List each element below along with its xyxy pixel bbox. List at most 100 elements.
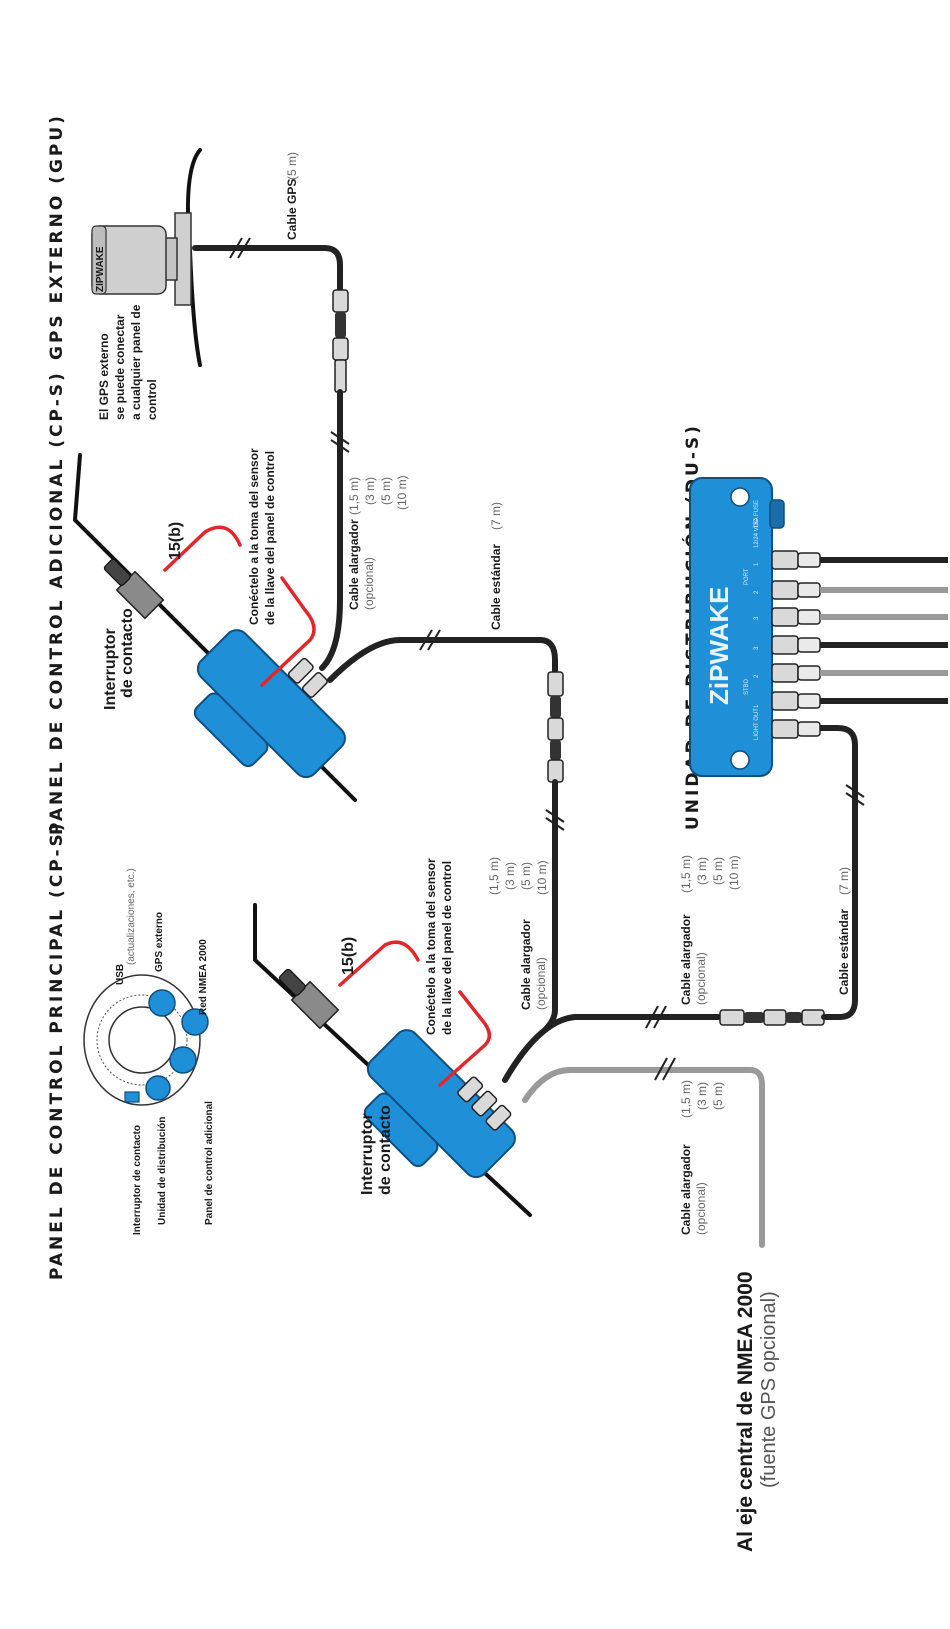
cable-break	[427, 629, 441, 651]
du-output-connector	[771, 663, 799, 683]
du-port-3p: 3	[754, 616, 760, 620]
cable-break	[653, 1005, 667, 1029]
ext-label-nmea: Cable alargador	[679, 1144, 693, 1235]
cable-break	[845, 784, 865, 798]
gps-brand: ZIPWAKE	[95, 246, 106, 292]
title-cp-additional: PANEL DE CONTROL ADICIONAL (CP-S)	[47, 370, 67, 835]
du-port-3s: 3	[754, 646, 760, 650]
du-cable	[502, 1014, 723, 1083]
ext-optional-mid: (opcional)	[534, 957, 548, 1010]
du-output-plug	[797, 582, 821, 598]
ext-len-c-nmea: (5 m)	[711, 1082, 725, 1110]
cp-additional-body	[193, 629, 346, 779]
cable-break	[330, 431, 350, 445]
du-port-port: PORT	[744, 568, 750, 585]
ext-len-a-du: (1,5 m)	[679, 855, 693, 893]
du-output-plug	[797, 693, 821, 709]
ext-len-a-mid: (1,5 m)	[487, 857, 501, 895]
port-ign	[124, 1091, 140, 1103]
ext-label-mid: Cable alargador	[519, 919, 533, 1010]
gps-cable	[192, 245, 343, 293]
ext-len-d-mid: (10 m)	[535, 860, 549, 895]
nmea-label-2: (fuente GPS opcional)	[758, 1291, 780, 1488]
rear-cp-add: Panel de control adicional	[204, 1101, 215, 1225]
du-output-connector	[771, 635, 799, 655]
port-nmea	[181, 1008, 209, 1036]
du-fuse	[769, 499, 785, 529]
cable-break	[545, 809, 565, 823]
ext-len-c-mid: (5 m)	[519, 862, 533, 890]
switch-label-main-2: de contacto	[377, 1105, 394, 1195]
du-output-plug	[797, 637, 821, 653]
connect-main-1: Conéctelo a la toma del sensor	[424, 858, 438, 1035]
du-mount-hole-bottom	[730, 750, 750, 770]
connect-top-1: Conéctelo a la toma del sensor	[247, 448, 261, 625]
cable-break	[654, 1057, 668, 1081]
connect-top-2: de la llave del panel de control	[263, 451, 277, 625]
gps-note: El GPS externo se puede conectar a cualq…	[97, 304, 159, 420]
gps-note-4: control	[145, 379, 159, 420]
du-output-connector	[771, 580, 799, 600]
du-output-plug	[797, 552, 821, 568]
du-output-connector	[771, 550, 799, 570]
std-label-du: Cable estándar	[837, 909, 851, 995]
connect-main-2: de la llave del panel de control	[440, 861, 454, 1035]
red-wire-main	[338, 940, 420, 987]
du-port-stbd: STBD	[744, 678, 750, 695]
cp-main-body	[363, 1029, 516, 1179]
port-gps	[148, 989, 176, 1017]
rear-gps: GPS externo	[154, 912, 165, 972]
du-port-2p: 2	[754, 590, 760, 594]
inline-connector-du	[719, 1009, 825, 1026]
du-port-labels: LIGHT OUT 1 STBD 2 3 3 2 PORT 1 12/24 VD…	[744, 500, 760, 740]
gps-unit: ZIPWAKE	[91, 148, 202, 367]
cable-break	[419, 629, 433, 651]
cp-additional	[72, 453, 357, 802]
du-port-light: LIGHT OUT	[754, 708, 760, 740]
rear-du: Unidad de distribución	[157, 1117, 168, 1225]
du-mount-hole-top	[730, 487, 750, 507]
du-output-connector	[771, 719, 799, 739]
rear-usb: USB	[115, 964, 126, 985]
nmea-label-1: Al eje central de NMEA 2000	[734, 1271, 757, 1552]
gps-cap	[91, 225, 107, 295]
title-gps: GPS EXTERNO (GPU)	[47, 113, 67, 360]
cable-break	[845, 792, 865, 806]
red-wire-top-2	[260, 576, 316, 687]
red-wire-main-2	[438, 990, 492, 1087]
gps-note-2: se puede conectar	[113, 314, 127, 420]
ext-len-a-top: (1,5 m)	[347, 477, 361, 515]
cable-break	[330, 439, 350, 453]
switch-part-top: 15(b)	[167, 522, 184, 560]
ext-len-b-top: (3 m)	[363, 477, 377, 505]
rear-ign: Interruptor de contacto	[132, 1125, 143, 1235]
gps-cable-label: Cable GPS	[285, 179, 299, 240]
rear-usb-note: (actualizaciones, etc.)	[126, 868, 137, 965]
gps-connector	[332, 289, 349, 393]
du-port-vdc: 12/24 VDC	[754, 518, 760, 548]
std-len-top: (7 m)	[489, 502, 503, 530]
switch-part-main: 15(b)	[340, 937, 357, 975]
std-label-top: Cable estándar	[489, 544, 503, 630]
du-port-1s: 1	[754, 704, 760, 708]
du-port-fuse: 15A FUSE	[754, 500, 760, 528]
ext-len-d-du: (10 m)	[727, 855, 741, 890]
cable-break	[645, 1005, 659, 1029]
cp-additional-connectors	[287, 657, 328, 698]
ext-optional-nmea: (opcional)	[694, 1182, 708, 1235]
std-cable-du	[817, 725, 858, 1020]
ext-len-d-top: (10 m)	[395, 475, 409, 510]
red-wire-top	[163, 525, 242, 572]
du-brand: ZiPWAKE	[704, 587, 734, 705]
du-output-connector	[771, 691, 799, 711]
std-cable-top	[327, 637, 558, 683]
port-cp-add	[169, 1046, 197, 1074]
ext-optional-du: (opcional)	[694, 952, 708, 1005]
ext-len-b-mid: (3 m)	[503, 862, 517, 890]
ignition-switch-main	[278, 968, 340, 1030]
title-cp-main: PANEL DE CONTROL PRINCIPAL (CP-S)	[47, 820, 67, 1280]
rear-nmea: Red NMEA 2000	[198, 939, 209, 1015]
cable-break	[662, 1057, 676, 1081]
ext-len-c-du: (5 m)	[711, 857, 725, 885]
